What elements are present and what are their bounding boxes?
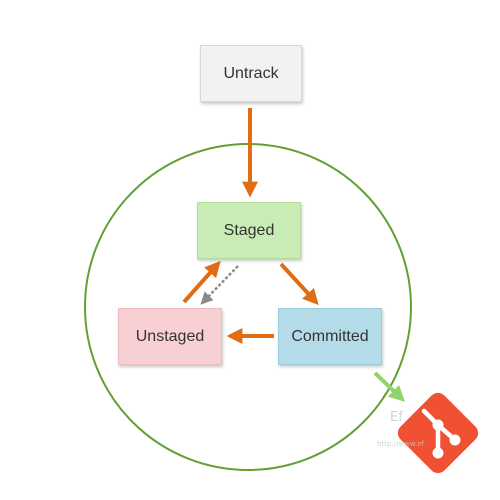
arrow-unstaged-to-staged: [182, 260, 221, 304]
unstaged-label: Unstaged: [135, 327, 205, 345]
arrow-staged-to-unstaged-dotted: [200, 265, 239, 305]
untrack-state-box: Untrack: [200, 45, 302, 102]
repository-circle: [84, 143, 412, 471]
committed-label: Committed: [291, 327, 369, 345]
git-logo-icon: [397, 392, 479, 474]
arrow-staged-to-committed: [279, 262, 319, 306]
committed-state-box: Committed: [278, 308, 382, 365]
untrack-label: Untrack: [223, 64, 279, 82]
arrow-committed-to-git: [373, 371, 406, 402]
staged-state-box: Staged: [197, 202, 301, 259]
unstaged-state-box: Unstaged: [118, 308, 222, 365]
staged-label: Staged: [223, 221, 275, 239]
